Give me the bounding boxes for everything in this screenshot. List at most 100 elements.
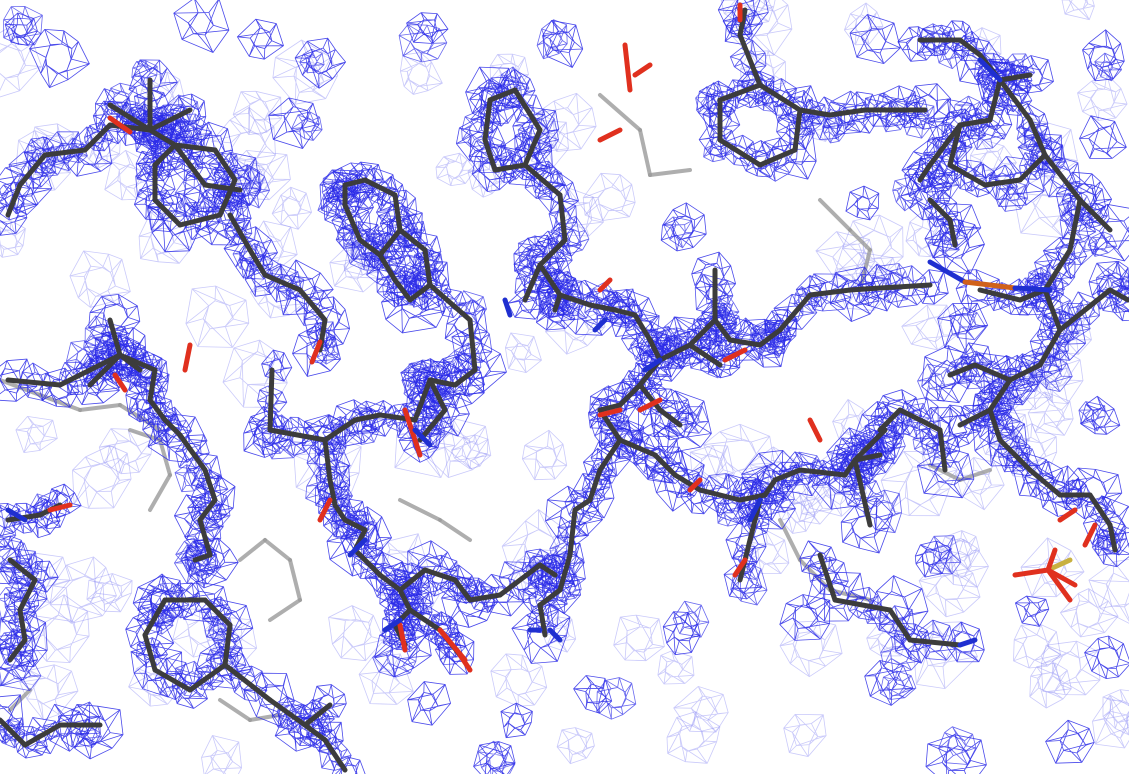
bond-carbon [142,597,168,638]
bond-nitrogen [347,537,368,558]
bond-carbon [197,497,218,523]
bond-carbon [152,142,178,168]
bond-far [8,688,32,712]
bond-nitrogen [547,627,563,643]
density-mesh-cage [1059,206,1097,240]
bond-carbon [927,197,953,223]
bond-carbon [997,437,1033,473]
bond-carbon [267,367,275,433]
bond-nitrogen [977,57,1003,83]
bond-carbon [757,147,798,168]
bond-carbon [982,177,1023,188]
density-mesh-cage [912,428,940,456]
density-mesh-cage [98,428,153,475]
bond-far [848,228,872,252]
density-mesh-cage [375,189,418,234]
bond-carbon [17,577,38,613]
bond-carbon [342,177,368,188]
bond-carbon [772,467,803,483]
bond-sulfur [1045,557,1073,573]
bond-oxygen [112,372,128,393]
bond-carbon [817,552,838,603]
bond-carbon [522,262,543,303]
bond-oxygen [597,277,613,293]
bond-far [268,598,302,622]
bond-carbon [217,177,238,218]
bond-carbon [357,237,383,258]
bond-carbon [297,287,328,323]
bond-carbon [777,292,813,333]
bond-carbon [377,252,398,283]
bond-carbon [262,272,303,293]
bond-carbon [792,107,803,153]
density-mesh-cage [1013,624,1061,669]
density-mesh-cage [666,711,721,764]
density-mesh-cage [649,399,690,441]
density-mesh-cage [465,66,521,127]
bond-carbon [212,147,238,183]
density-mesh-cage [624,309,660,348]
bond-far [648,168,692,177]
bond-carbon [302,722,328,743]
bond-carbon [1067,197,1083,253]
bond-carbon [142,632,158,673]
density-mesh-cage [468,135,508,173]
density-mesh-cage [49,556,117,624]
density-mesh-cage [435,152,476,187]
bond-carbon [537,587,563,608]
bond-carbon [537,602,548,638]
bond-carbon [997,72,1033,83]
bond-carbon [202,467,218,503]
bond-oxygen [807,417,823,443]
bond-oxygen [622,42,633,93]
bond-oxygen [107,115,133,135]
density-mesh-cage [328,605,385,662]
bond-carbon [827,107,868,118]
density-mesh-cage [331,756,366,774]
bond-carbon [657,342,693,363]
bond-carbon [717,82,763,103]
density-mesh-cage [8,151,57,189]
bond-carbon [1017,152,1048,183]
bond-far [288,558,302,602]
bond-carbon [697,487,743,503]
bond-carbon [202,597,233,628]
bond-carbon [377,227,403,258]
bond-carbon [147,367,158,403]
bond-carbon [572,497,593,513]
density-mesh-cage [673,685,729,733]
density-mesh-cage [955,269,1001,314]
bond-carbon [452,367,478,388]
density-mesh-cage [918,556,981,618]
bond-carbon [987,407,1003,443]
density-mesh-cage [1092,694,1129,749]
density-mesh-cage [521,429,568,481]
density-mesh-cage [779,594,831,641]
density-mesh-cage [1087,231,1118,257]
density-mesh-cage [72,445,132,509]
bond-carbon [147,107,193,133]
density-mesh-cage [1079,115,1127,159]
bond-carbon [712,317,733,343]
density-mesh-cage [695,86,727,118]
bond-nitrogen [747,497,763,523]
bond-far [398,498,442,522]
bond-carbon [957,37,983,58]
bond-carbon [597,402,623,413]
bond-carbon [7,557,38,583]
density-mesh-cage [1094,52,1123,82]
bond-carbon [597,437,623,473]
density-mesh-cage [726,79,758,109]
bond-carbon [302,702,333,728]
density-mesh-cage [104,149,157,201]
bond-carbon [1007,362,1043,383]
bond-carbon [757,327,783,348]
density-mesh-cage [470,106,502,133]
bond-carbon [972,362,1013,383]
bond-carbon [467,592,503,603]
bond-far [818,198,852,232]
density-mesh-cage [183,201,220,241]
bond-carbon [177,212,223,228]
